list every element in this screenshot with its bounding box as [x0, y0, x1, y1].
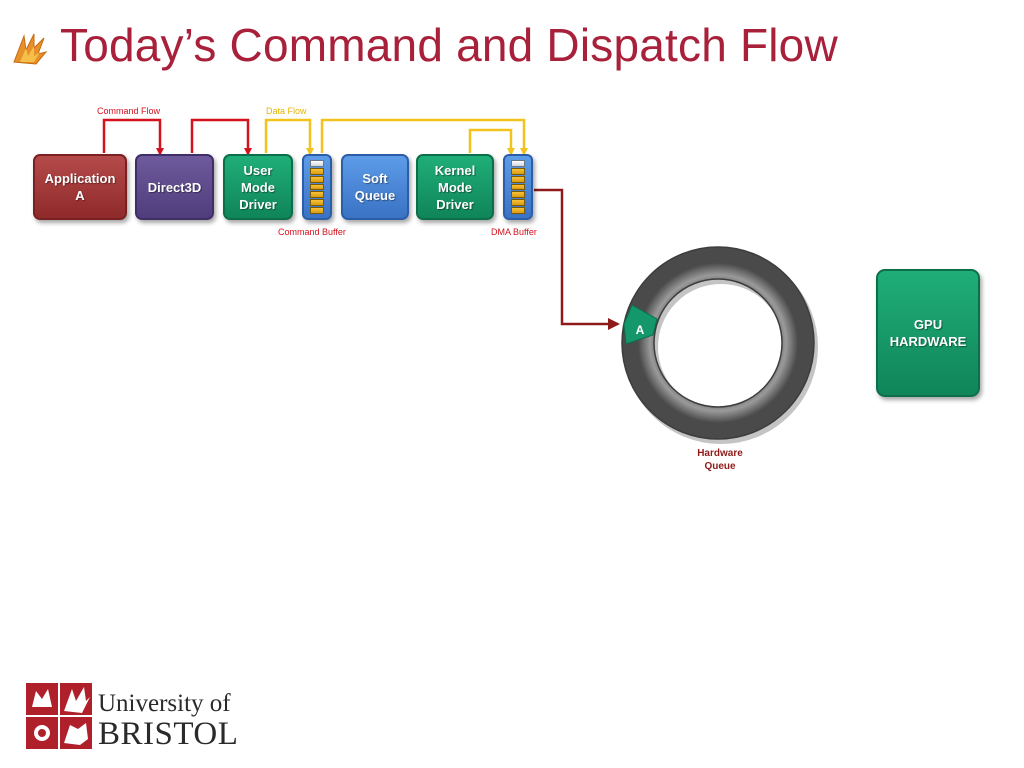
- gpu-hardware-box: GPU HARDWARE: [876, 269, 980, 397]
- soft-queue-box: Soft Queue: [341, 154, 409, 220]
- direct3d-box: Direct3D: [135, 154, 214, 220]
- logo-line-2: BRISTOL: [98, 716, 239, 752]
- data-flow-arrow-2: [320, 118, 528, 156]
- dma-buffer-label: DMA Buffer: [491, 227, 537, 237]
- queue-segment-a-label: A: [636, 323, 645, 337]
- data-flow-arrow-3: [468, 128, 515, 156]
- dma-buffer: [503, 154, 533, 220]
- kernel-mode-driver-box: Kernel Mode Driver: [416, 154, 494, 220]
- command-buffer-label: Command Buffer: [278, 227, 346, 237]
- command-flow-label: Command Flow: [97, 106, 161, 116]
- bristol-flame-icon: [13, 33, 48, 65]
- dispatch-arrow: [534, 188, 620, 330]
- command-buffer: [302, 154, 332, 220]
- queue-segment-a: [623, 304, 658, 345]
- command-flow-arrow-1: [102, 118, 164, 156]
- university-of-bristol-logo: [26, 683, 92, 749]
- data-flow-label: Data Flow: [266, 106, 307, 116]
- application-a-box: Application A: [33, 154, 127, 220]
- data-flow-arrow-1: [264, 118, 314, 156]
- logo-line-1: University of: [98, 690, 231, 717]
- hardware-queue-label: Hardware Queue: [697, 448, 743, 472]
- command-flow-arrow-2: [190, 118, 252, 156]
- hardware-queue-ring: [621, 246, 818, 444]
- page-title: Today’s Command and Dispatch Flow: [60, 19, 838, 71]
- user-mode-driver-box: User Mode Driver: [223, 154, 293, 220]
